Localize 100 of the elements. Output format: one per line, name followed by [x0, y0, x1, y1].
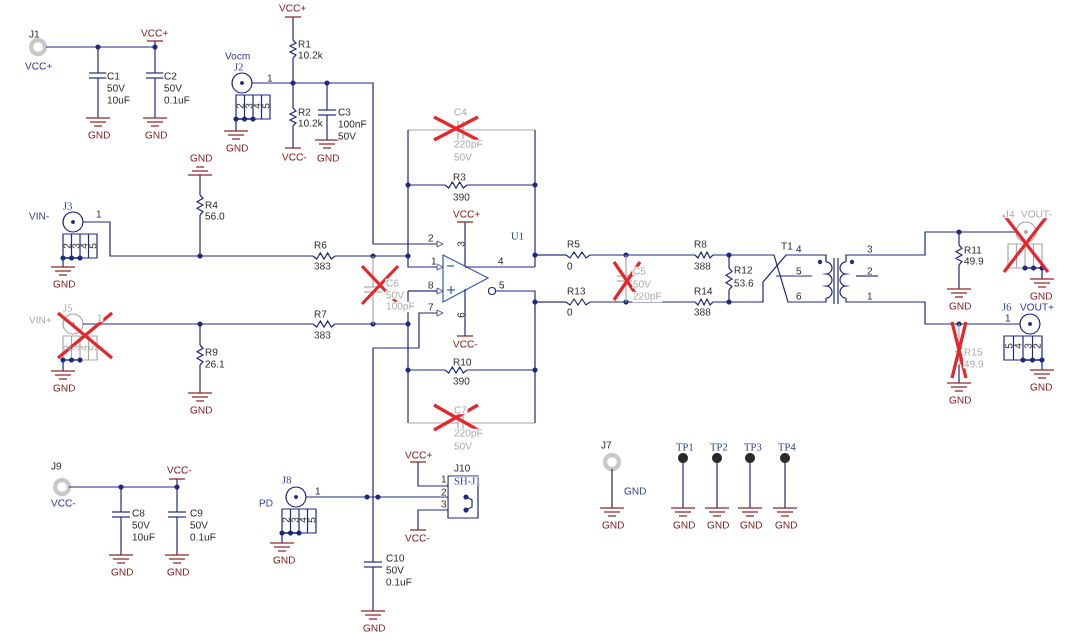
component-value: 10.2k: [297, 118, 324, 128]
component-value: 10uF: [131, 532, 156, 542]
pin-number: 1: [266, 73, 274, 83]
component-value: 50V: [632, 279, 652, 289]
pin-number: 1: [430, 256, 438, 266]
pin-number: 4: [80, 345, 88, 351]
reference-designator: TP3: [743, 442, 763, 452]
reference-designator: C7: [453, 405, 468, 415]
pin-number: 2: [63, 345, 71, 351]
pin-number: 4: [299, 517, 307, 523]
component-value: 388: [693, 307, 712, 317]
net-label: VOUT-: [1020, 209, 1053, 219]
component-value: 50V: [106, 83, 126, 93]
component-value: 50V: [385, 290, 405, 300]
reference-designator: R12: [733, 265, 754, 275]
reference-designator: T1: [780, 241, 794, 251]
net-label: GND: [948, 301, 973, 311]
pin-number: 3: [245, 103, 253, 109]
net-label: PD: [258, 498, 274, 508]
pin-number: 2: [427, 233, 435, 243]
component-value: 50V: [131, 520, 151, 530]
net-label: GND: [316, 153, 341, 163]
pin-number: 1: [866, 291, 874, 301]
net-label: VCC+: [404, 450, 433, 460]
pin-number: 4: [253, 103, 261, 109]
pin-number: 2: [63, 243, 71, 249]
pin-number: 3: [72, 345, 80, 351]
reference-designator: J3: [62, 201, 74, 211]
pin-number: 5: [1005, 343, 1013, 349]
pin-number: 1: [314, 486, 322, 496]
net-label: GND: [672, 520, 697, 530]
pin-number: 1: [96, 313, 104, 323]
reference-designator: R8: [693, 239, 708, 249]
net-label: VIN-: [28, 211, 50, 221]
net-label: GND: [52, 279, 77, 289]
net-label: GND: [1029, 291, 1054, 301]
reference-designator: C5: [632, 266, 647, 276]
reference-designator: J9: [50, 461, 63, 471]
pin-number: 7: [427, 302, 435, 312]
pin-number: 5: [498, 280, 506, 290]
net-label: VCC+: [140, 28, 169, 38]
net-label: VCC-: [50, 498, 77, 508]
net-label: GND: [706, 520, 731, 530]
component-value: 0.1uF: [385, 577, 413, 587]
net-label: VCC-: [452, 339, 479, 349]
reference-designator: J7: [600, 440, 613, 450]
pin-number: 5: [308, 517, 316, 523]
reference-designator: C8: [131, 508, 146, 518]
component-value: 383: [313, 330, 332, 340]
pin-number: 5: [795, 266, 803, 276]
net-label: GND: [52, 383, 77, 393]
reference-designator: R7: [313, 309, 328, 319]
pin-number: 5: [262, 103, 270, 109]
reference-designator: R5: [566, 239, 581, 249]
component-value: 390: [452, 192, 471, 202]
reference-designator: C9: [189, 508, 204, 518]
reference-designator: R15: [963, 347, 984, 357]
pin-number: 3: [1024, 343, 1032, 349]
component-value: 100nF: [337, 119, 368, 129]
component-value: 390: [452, 376, 471, 386]
pin-number: 1: [95, 209, 103, 219]
net-label: GND: [948, 395, 973, 405]
reference-designator: U1: [510, 231, 525, 241]
component-value: 220pF: [632, 291, 663, 303]
component-value: 50V: [337, 131, 357, 141]
net-label: VCC+: [452, 209, 481, 219]
reference-designator: R2: [297, 107, 312, 117]
component-value: 10uF: [106, 95, 131, 105]
component-value: 0.1uF: [189, 532, 217, 542]
pin-number: 3: [440, 499, 448, 509]
net-label: Vocm: [224, 51, 251, 61]
pin-number: 6: [795, 291, 803, 301]
component-value: 10.2k: [297, 50, 324, 60]
reference-designator: TP2: [709, 442, 729, 452]
reference-designator: R10: [452, 357, 473, 367]
component-value: 50V: [189, 520, 209, 530]
net-label: VCC+: [24, 61, 53, 71]
component-value: 0.1uF: [163, 95, 191, 105]
reference-designator: J1: [28, 29, 41, 39]
reference-designator: J5: [62, 303, 74, 313]
reference-designator: C3: [337, 107, 352, 117]
reference-designator: J4: [1004, 209, 1016, 219]
reference-designator: C2: [163, 71, 178, 81]
reference-designator: SH-J1: [453, 476, 482, 486]
pin-number: 4: [1014, 343, 1022, 349]
reference-designator: C10: [385, 553, 406, 563]
net-label: VCC+: [278, 3, 307, 13]
pin-number: 3: [457, 241, 465, 247]
component-value: 49.9: [963, 256, 985, 266]
net-label: GND: [1029, 382, 1054, 392]
pin-number: 3: [72, 243, 80, 249]
pin-number: 8: [427, 280, 435, 290]
net-label: GND: [272, 555, 297, 565]
reference-designator: R9: [204, 347, 219, 357]
pin-number: 4: [795, 244, 803, 254]
reference-designator: R14: [693, 286, 714, 296]
pin-number: 1: [1004, 313, 1012, 323]
net-label: GND: [362, 623, 387, 633]
component-value: 56.0: [204, 211, 226, 221]
component-value: 220pF: [453, 428, 484, 440]
